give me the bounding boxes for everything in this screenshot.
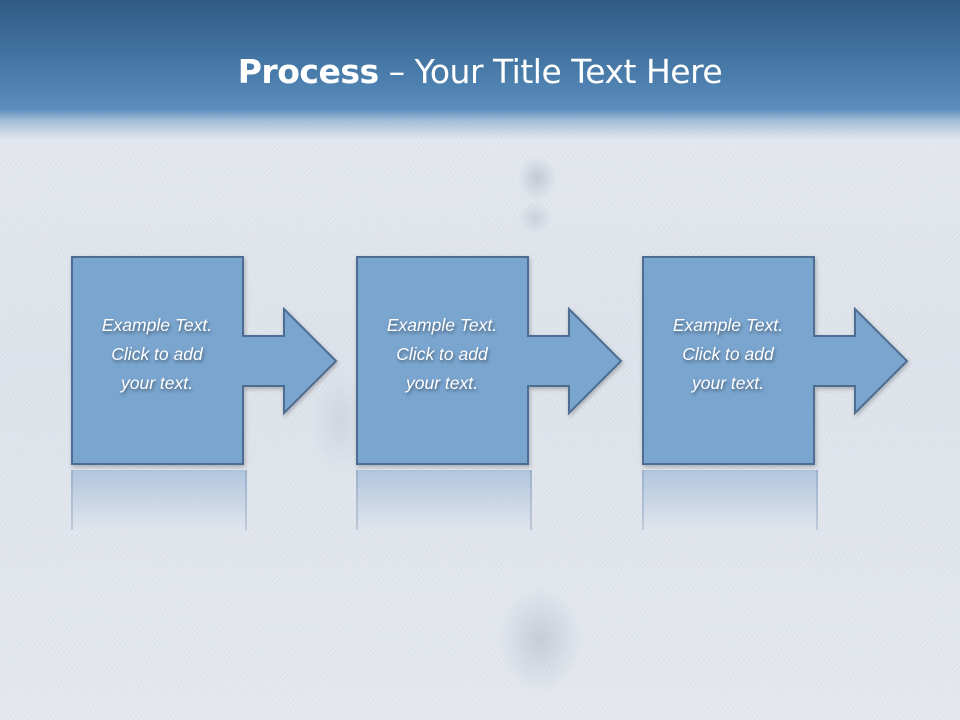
box-arrow-shape-icon	[71, 256, 338, 465]
step-3-reflection	[642, 470, 818, 530]
box-arrow-shape-icon	[642, 256, 909, 465]
process-step-3[interactable]: Example Text. Click to add your text.	[642, 256, 912, 468]
step-text: Example Text. Click to add your text.	[386, 315, 498, 393]
title-rest: – Your Title Text Here	[378, 52, 723, 91]
step-text: Example Text. Click to add your text.	[672, 315, 784, 393]
box-arrow-shape-icon	[356, 256, 623, 465]
process-step-2[interactable]: Example Text. Click to add your text.	[356, 256, 626, 468]
title-banner	[0, 0, 960, 140]
process-step-1[interactable]: Example Text. Click to add your text.	[71, 256, 341, 468]
step-1-reflection	[71, 470, 247, 530]
slide-title[interactable]: Process – Your Title Text Here	[0, 52, 960, 91]
step-2-reflection	[356, 470, 532, 530]
title-bold: Process	[237, 52, 379, 91]
step-text: Example Text. Click to add your text.	[101, 315, 213, 393]
